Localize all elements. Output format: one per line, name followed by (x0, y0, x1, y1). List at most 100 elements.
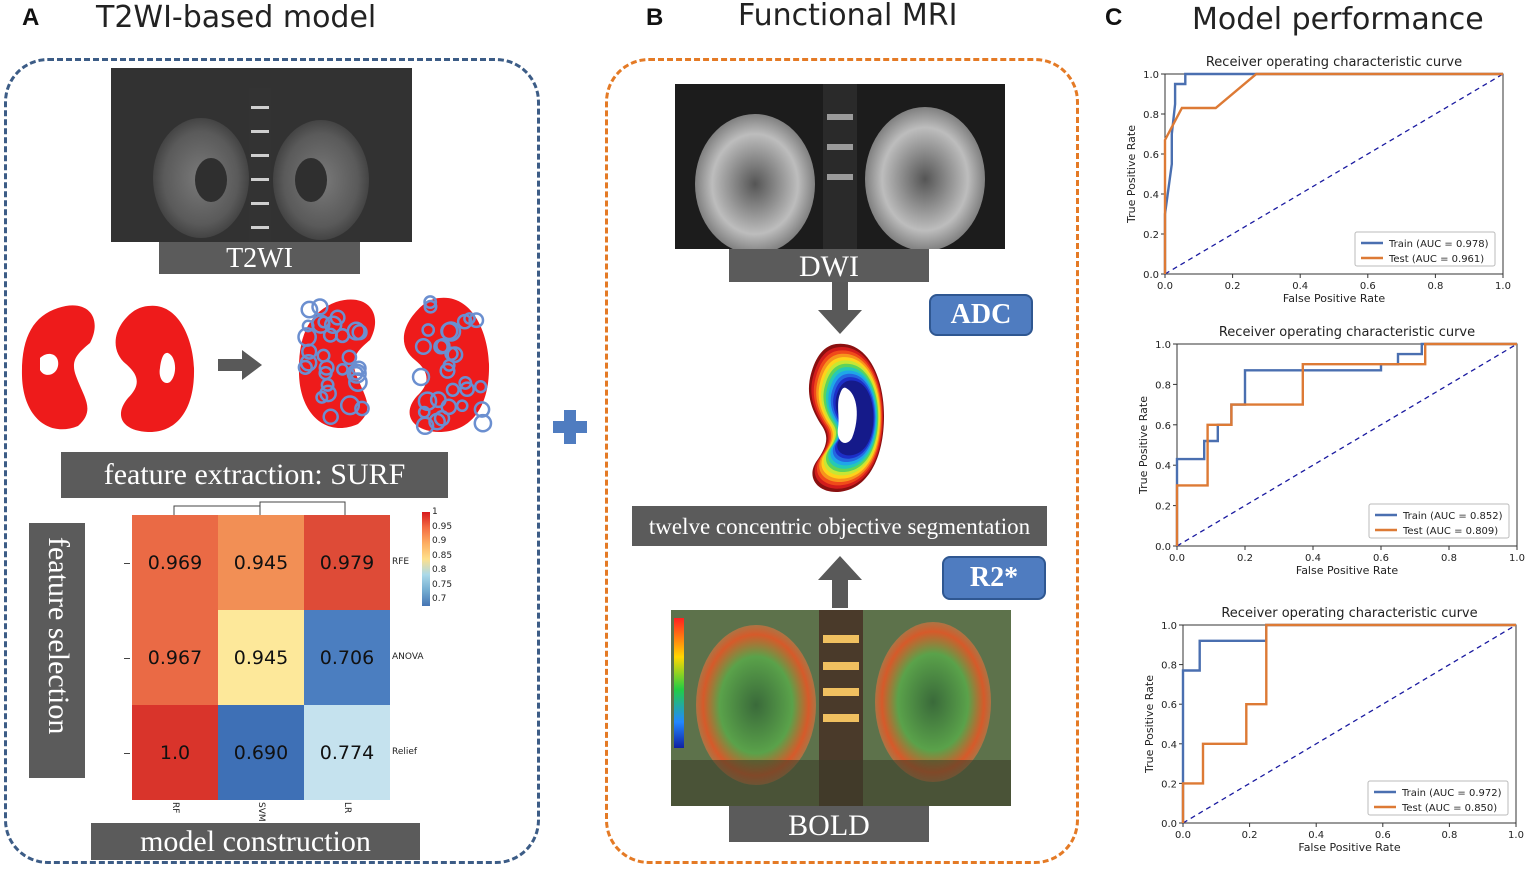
panel-a-frame (4, 58, 540, 864)
keypoint-circle (318, 359, 335, 376)
segmentation-hole (837, 387, 857, 443)
x-tick-label: 0.4 (1305, 553, 1321, 564)
chance-diagonal (1164, 73, 1504, 275)
plus-icon (553, 410, 587, 444)
legend-label: Test (AUC = 0.809) (1402, 526, 1498, 537)
chance-diagonal (1176, 343, 1518, 547)
arrow-right-icon (218, 350, 262, 380)
x-tick-label: 0.2 (1237, 553, 1253, 564)
x-tick-label: 0.2 (1242, 830, 1258, 841)
keypoint-circle (334, 328, 350, 344)
train-roc-line (1175, 342, 1517, 546)
keypoint-circle (473, 380, 488, 394)
surf-keypoints-image (294, 292, 494, 442)
keypoint-circle (297, 359, 313, 376)
y-axis-label: True Positive Rate (1143, 675, 1156, 774)
legend-label: Train (AUC = 0.852) (1402, 511, 1503, 522)
keypoint-circle (346, 363, 367, 384)
heatmap-cell: 0.706 (304, 610, 390, 705)
y-tick-label: 0.6 (1161, 700, 1177, 711)
model-construction-label: model construction (91, 823, 420, 860)
keypoint-circle (323, 315, 343, 335)
y-tick-label: 0.0 (1143, 270, 1159, 281)
bold-image (671, 610, 1011, 806)
keypoint-circle (411, 367, 431, 387)
y-tick-label: 0.0 (1155, 542, 1171, 553)
heatmap-row-label: Relief (392, 746, 418, 757)
t2wi-label: T2WI (159, 242, 360, 274)
heatmap-dendrogram (170, 500, 350, 516)
y-axis-label: True Positive Rate (1125, 125, 1138, 224)
arrow-down-icon (818, 282, 862, 334)
x-axis-label: False Positive Rate (1283, 292, 1385, 305)
keypoint-circle (445, 382, 460, 397)
x-tick-label: 0.6 (1375, 830, 1391, 841)
x-tick-label: 1.0 (1508, 830, 1524, 841)
heatmap-cell: 1.0 (132, 705, 218, 800)
bold-label: BOLD (729, 806, 929, 842)
y-tick-label: 0.4 (1161, 740, 1177, 751)
chance-diagonal (1182, 624, 1517, 824)
y-tick-label: 1.0 (1155, 340, 1171, 351)
test-roc-line (1175, 342, 1517, 546)
y-tick-label: 0.2 (1143, 230, 1159, 241)
feature-extraction-label: feature extraction: SURF (61, 452, 448, 498)
keypoint-circle (446, 346, 464, 364)
x-tick-label: 0.8 (1441, 553, 1457, 564)
keypoint-circle (351, 360, 367, 377)
panel-b-title: Functional MRI (738, 0, 958, 33)
heatmap-row-label: ANOVA (392, 651, 424, 662)
keypoint-circle (455, 399, 469, 413)
colorbar-tick-label: 0.8 (432, 565, 447, 575)
x-tick-label: 0.8 (1427, 281, 1443, 292)
y-tick-label: 1.0 (1161, 621, 1177, 632)
keypoint-circle (301, 343, 318, 360)
x-tick-label: 0.0 (1157, 281, 1173, 292)
heatmap-col-label: LR (342, 802, 352, 814)
y-tick-label: 0.4 (1143, 190, 1159, 201)
heatmap-row-tick (124, 752, 130, 754)
heatmap-cell: 0.969 (132, 515, 218, 610)
keypoint-circle (348, 372, 368, 392)
keypoint-circle (473, 413, 493, 433)
t2wi-image (111, 68, 412, 242)
x-tick-label: 0.4 (1308, 830, 1324, 841)
x-tick-label: 0.2 (1225, 281, 1241, 292)
keypoint-circle (336, 363, 349, 376)
keypoint-circle (315, 390, 329, 404)
colorbar-tick-label: 0.75 (432, 579, 453, 590)
heatmap-cell: 0.967 (132, 610, 218, 705)
y-axis-label: True Positive Rate (1137, 396, 1150, 495)
panel-c-title: Model performance (1192, 2, 1484, 37)
concentric-segmentation-image (776, 338, 886, 498)
heatmap-col-label: RF (170, 802, 180, 814)
colorbar-tick-label: 0.95 (432, 521, 453, 532)
test-roc-line (1181, 623, 1516, 823)
keypoint-circle (468, 312, 485, 329)
colorbar-tick-label: 0.85 (432, 550, 453, 561)
keypoint-circle (473, 401, 491, 418)
y-tick-label: 0.2 (1161, 779, 1177, 790)
colorbar-tick-label: 0.9 (432, 536, 447, 546)
y-tick-label: 0.2 (1155, 502, 1171, 513)
chart-title: Receiver operating characteristic curve (1221, 606, 1477, 621)
keypoint-circle (311, 298, 329, 316)
keypoint-circle (440, 321, 462, 342)
keypoint-circle (433, 410, 451, 427)
x-tick-label: 0.6 (1373, 553, 1389, 564)
legend-label: Train (AUC = 0.972) (1401, 788, 1502, 799)
keypoint-circle (417, 405, 431, 419)
legend-label: Test (AUC = 0.850) (1401, 803, 1497, 814)
y-tick-label: 0.6 (1155, 421, 1171, 432)
colorbar-tick-label: 0.7 (432, 594, 447, 604)
x-axis-label: False Positive Rate (1298, 841, 1400, 854)
panel-a-letter: A (22, 4, 40, 31)
legend-box (1354, 231, 1496, 267)
dwi-image (675, 84, 1005, 254)
x-tick-label: 0.0 (1169, 553, 1185, 564)
panel-c-letter: C (1105, 4, 1123, 31)
x-axis-label: False Positive Rate (1296, 564, 1398, 577)
